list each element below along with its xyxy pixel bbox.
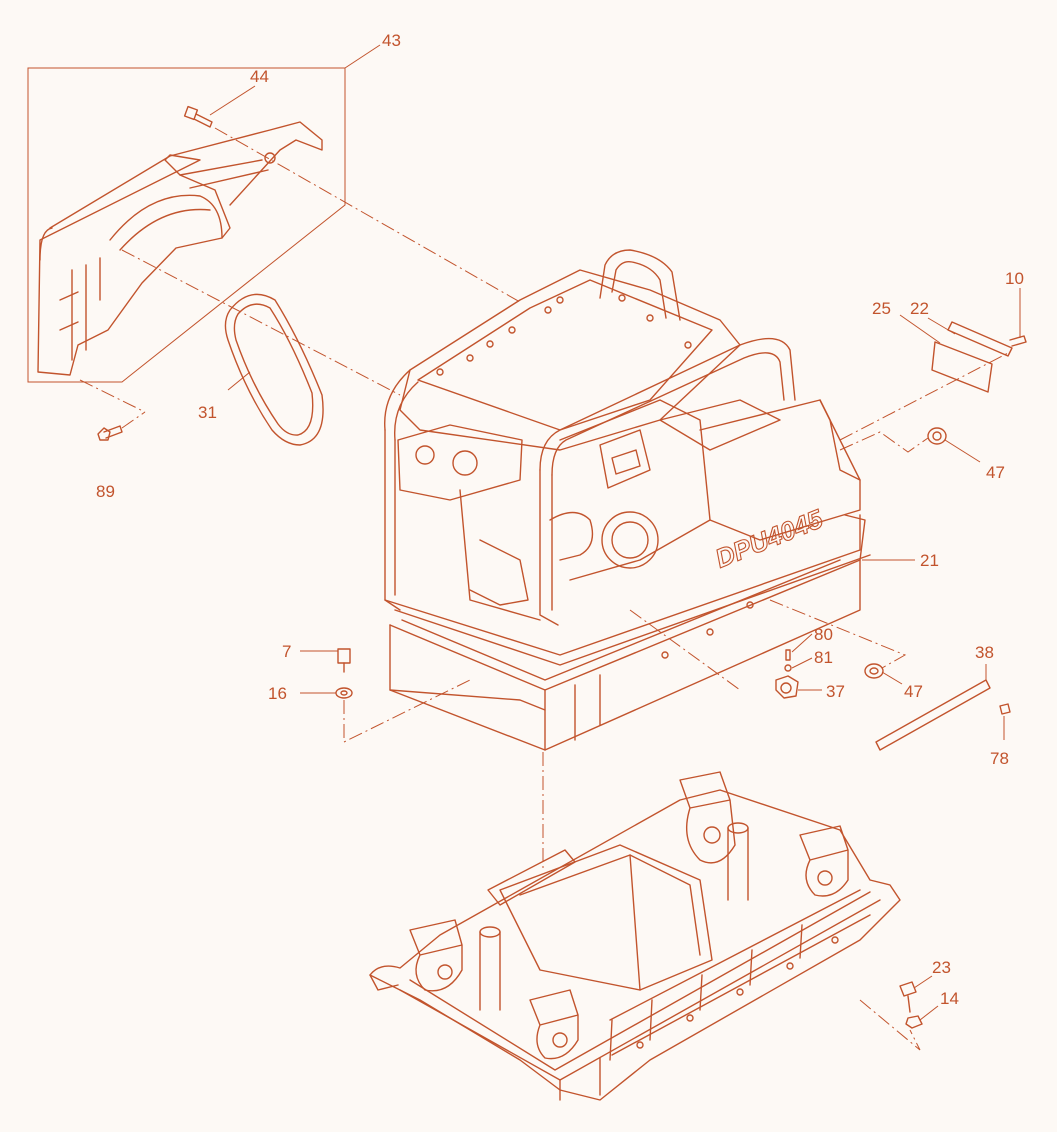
bolt-89 [79,379,146,441]
rubber-buffer-47-upper [839,427,981,463]
upper-machine: DPU4045 [384,249,871,666]
model-label: DPU4045 [711,503,827,573]
callout-21: 21 [920,551,939,570]
callout-31: 31 [198,403,217,422]
callout-labels: 43 44 10 22 25 31 89 47 21 80 81 37 47 3… [96,31,1024,1008]
base-plate-21 [389,514,866,751]
shock-mount-right [799,825,849,897]
exciter-housing [499,844,713,991]
callout-80: 80 [814,625,833,644]
air-filter [599,429,651,489]
shock-mount-rear [679,771,736,864]
small-parts-80-81-37 [775,633,822,699]
recoil-starter [601,511,659,569]
belt-guard-frame [27,67,346,383]
bolt-23-nut-14 [859,975,939,1051]
fuel-tank-top [399,269,741,451]
callout-25: 25 [872,299,891,318]
strip-38 [875,664,1011,751]
callout-89: 89 [96,482,115,501]
cover-plate-22 [839,288,1027,441]
v-belt-31 [224,293,324,446]
decal-25 [931,341,993,393]
callout-44: 44 [250,67,269,86]
callout-81: 81 [814,648,833,667]
callout-47-upper: 47 [986,463,1005,482]
callout-7: 7 [282,642,291,661]
belt-guard-body [37,154,231,376]
callout-47-lower: 47 [904,682,923,701]
shock-mount-front [529,989,579,1060]
callout-16: 16 [268,684,287,703]
rubber-buffer-47-lower [769,599,907,685]
callout-78: 78 [990,749,1009,768]
callout-10: 10 [1005,269,1024,288]
callout-43: 43 [382,31,401,50]
lifting-handle [599,249,681,321]
callout-23: 23 [932,958,951,977]
front-panel [397,424,523,501]
belt-guard-assembly [27,44,381,383]
vibrator-plate-lower [369,771,901,1101]
screw-7-washer-16 [300,648,471,743]
shock-mount-left [409,919,463,992]
callout-37: 37 [826,682,845,701]
callout-14: 14 [940,989,959,1008]
bolt-44 [183,85,256,128]
callout-38: 38 [975,643,994,662]
callout-22: 22 [910,299,929,318]
